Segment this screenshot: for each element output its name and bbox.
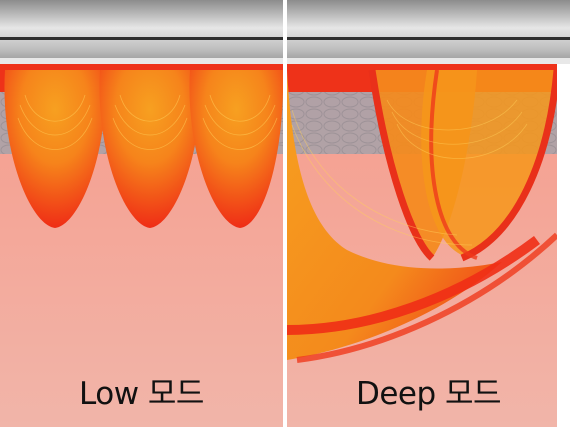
deep-mode-probe	[287, 0, 570, 64]
deep-mode-illustration	[287, 0, 570, 427]
low-mode-panel: Low 모드	[0, 0, 283, 427]
low-mode-energy-lobes	[4, 70, 283, 228]
panel-divider	[283, 0, 287, 427]
deep-mode-caption: Deep 모드	[355, 376, 502, 412]
deep-mode-energy-arcs	[287, 69, 561, 363]
deep-mode-panel: Deep 모드	[287, 0, 570, 427]
low-mode-illustration	[0, 0, 283, 427]
low-mode-probe	[0, 0, 283, 64]
low-mode-caption: Low 모드	[79, 376, 204, 412]
